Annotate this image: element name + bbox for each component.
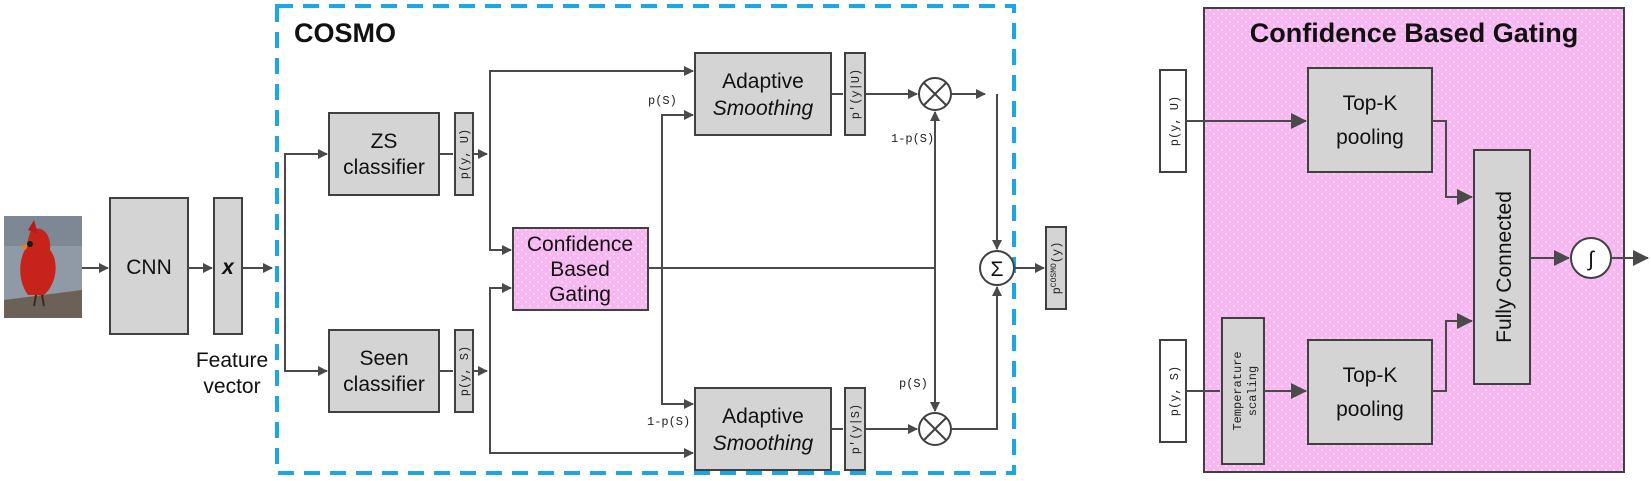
adaptive-smoothing-bottom-block xyxy=(694,387,832,471)
topk-pooling-bottom-block xyxy=(1307,339,1433,445)
zs-classifier-label-2: classifier xyxy=(343,156,425,179)
topk-top-label-2: pooling xyxy=(1336,126,1404,149)
topk-top-label-1: Top-K xyxy=(1343,92,1398,115)
p-cosmo-sup: COSMO xyxy=(1050,263,1059,287)
cosmo-boundary xyxy=(275,4,1016,475)
adaptive-top-label: Adaptive xyxy=(722,70,804,93)
feature-vector-symbol: x xyxy=(221,256,235,279)
fully-connected-block xyxy=(1473,149,1531,385)
gating-block xyxy=(512,227,649,311)
gating-detail-wires xyxy=(1186,113,1649,399)
smoothing-bottom-label: Smoothing xyxy=(713,432,814,455)
detail-p-y-u-block xyxy=(1159,69,1187,173)
p-y-s-label: p(y, S) xyxy=(458,346,472,396)
feature-vector-caption-2: vector xyxy=(203,375,260,398)
cosmo-wires xyxy=(82,66,1045,458)
adaptive-bottom-label: Adaptive xyxy=(722,405,804,428)
p-cosmo-arg: (y) xyxy=(1050,242,1064,264)
cosmo-title: COSMO xyxy=(294,18,396,48)
detail-p-y-s-label: p(y, S) xyxy=(1168,366,1182,416)
topk-pooling-top-block xyxy=(1307,67,1433,173)
smoothing-top-label: Smoothing xyxy=(713,97,814,120)
cnn-label: CNN xyxy=(126,256,172,279)
p-s-label-right: p(S) xyxy=(899,377,928,391)
detail-p-y-s-block xyxy=(1159,339,1187,443)
bird-image xyxy=(4,216,82,318)
seen-classifier-label-2: classifier xyxy=(343,373,425,396)
gating-label-1: Confidence xyxy=(527,233,633,256)
feature-vector-caption-1: Feature xyxy=(196,349,268,372)
topk-bottom-label-2: pooling xyxy=(1336,398,1404,421)
p-s-label-top: p(S) xyxy=(648,94,677,108)
p-cosmo-label: pCOSMO(y) xyxy=(1050,242,1064,295)
p-y-u-label: p(y, U) xyxy=(458,129,472,179)
one-minus-p-s-label-bottom: 1-p(S) xyxy=(647,415,690,429)
zs-classifier-block xyxy=(328,112,440,196)
cnn-block xyxy=(109,197,189,335)
temperature-label-2: scaling xyxy=(1246,366,1260,416)
gating-label-3: Gating xyxy=(549,283,611,306)
one-minus-p-s-label-right: 1-p(S) xyxy=(891,132,934,146)
p-cosmo-p: p xyxy=(1050,287,1064,294)
detail-p-y-u-label: p(y, U) xyxy=(1168,96,1182,146)
zs-classifier-label-1: ZS xyxy=(371,130,398,153)
sigmoid-symbol: ∫ xyxy=(1587,248,1595,271)
p-prime-s-label: p'(y|S) xyxy=(849,404,863,454)
topk-bottom-label-1: Top-K xyxy=(1343,364,1398,387)
sum-symbol: Σ xyxy=(991,258,1004,281)
seen-classifier-block xyxy=(328,329,440,413)
seen-classifier-label-1: Seen xyxy=(359,347,408,370)
temperature-label-1: Temperature xyxy=(1231,351,1245,430)
gating-label-2: Based xyxy=(550,258,610,281)
adaptive-smoothing-top-block xyxy=(694,52,832,136)
p-prime-u-label: p'(y|U) xyxy=(849,69,863,119)
feature-vector-block xyxy=(213,197,243,335)
gating-detail-title: Confidence Based Gating xyxy=(1250,18,1579,48)
fully-connected-label: Fully Connected xyxy=(1493,191,1516,343)
p-cosmo-block xyxy=(1045,226,1067,310)
